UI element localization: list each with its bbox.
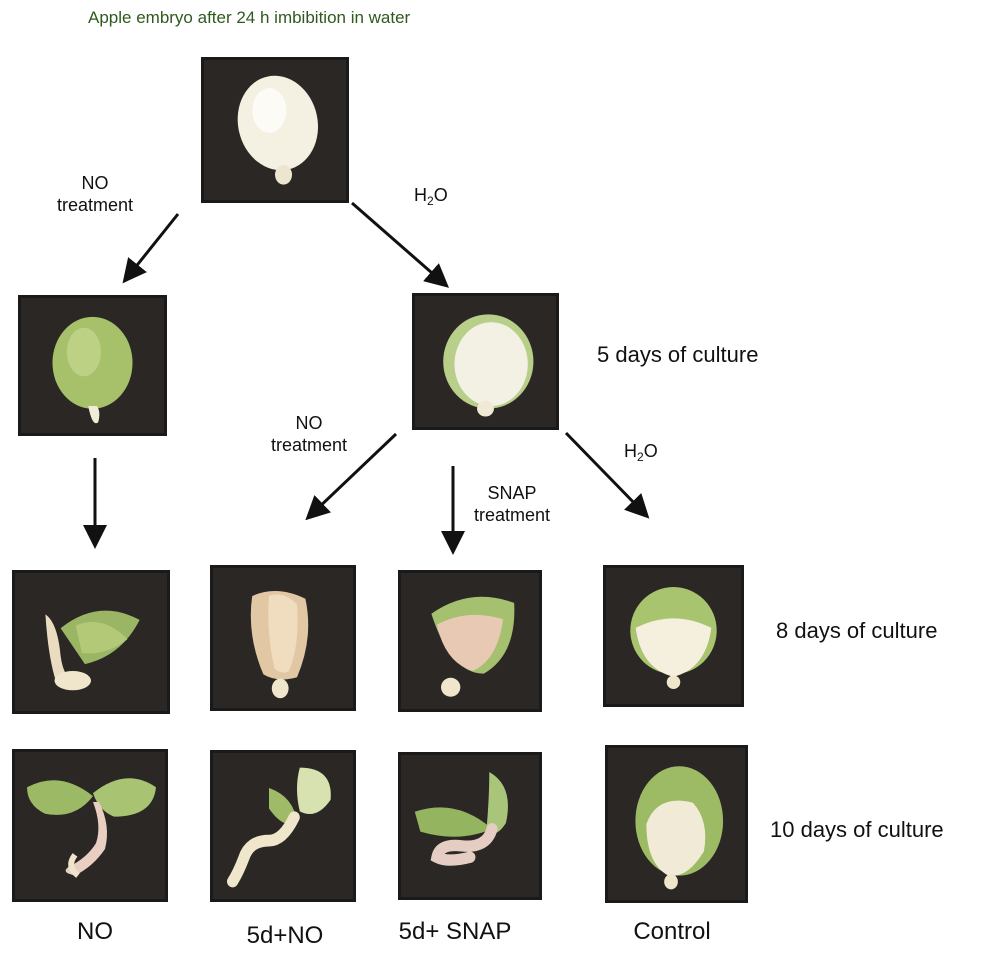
- photo-h2o-day5: [412, 293, 559, 430]
- photo-5d-snap-day8: [398, 570, 542, 712]
- photo-control-day8: [603, 565, 744, 707]
- stage-5-days: 5 days of culture: [597, 342, 758, 368]
- label-no-treatment-top: NO treatment: [40, 172, 150, 216]
- photo-5d-snap-day10: [398, 752, 542, 900]
- stage-8-days: 8 days of culture: [776, 618, 937, 644]
- arrow-h2o-top: [352, 203, 440, 280]
- photo-control-day10: [605, 745, 748, 903]
- photo-no-day5: [18, 295, 167, 436]
- label-h2o-mid: H2O: [624, 440, 658, 468]
- photo-no-day8: [12, 570, 170, 714]
- column-label-no: NO: [40, 918, 150, 946]
- arrow-no-treatment-top: [130, 214, 178, 274]
- column-label-control: Control: [612, 918, 732, 946]
- photo-embryo-24h: [201, 57, 349, 203]
- label-h2o-top: H2O: [414, 184, 448, 212]
- stage-10-days: 10 days of culture: [770, 817, 944, 843]
- label-no-treatment-mid: NO treatment: [254, 412, 364, 456]
- photo-5d-no-day10: [210, 750, 356, 902]
- photo-no-day10: [12, 749, 168, 902]
- photo-5d-no-day8: [210, 565, 356, 711]
- label-snap-treatment: SNAP treatment: [462, 482, 562, 526]
- column-label-5d-no: 5d+NO: [225, 922, 345, 950]
- column-label-5d-snap: 5d+ SNAP: [380, 918, 530, 946]
